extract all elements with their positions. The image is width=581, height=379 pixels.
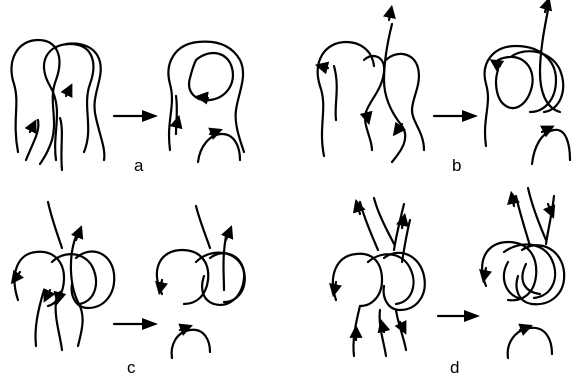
panel-b-label: b — [452, 156, 461, 175]
direction-arrowhead-icon — [194, 91, 210, 105]
direction-arrowhead-icon — [169, 114, 183, 130]
direction-arrowhead-icon — [53, 290, 67, 306]
direction-arrowhead-icon — [220, 225, 234, 242]
direction-arrowhead-icon — [155, 278, 169, 296]
panel-a-after-diagram — [167, 40, 246, 164]
direction-arrowhead-icon — [178, 323, 193, 336]
direction-arrowhead-icon — [24, 119, 37, 135]
panel-b: b — [314, 0, 572, 175]
direction-arrowhead-icon — [382, 4, 396, 22]
direction-arrowhead-icon — [329, 280, 343, 298]
direction-arrowhead-icon — [60, 83, 73, 99]
panel-c-before-diagram — [10, 200, 116, 352]
direction-arrowhead-icon — [395, 212, 409, 230]
panel-a-before-diagram — [10, 38, 106, 172]
panel-d-after-diagram — [479, 186, 566, 360]
direction-arrowhead-icon — [539, 125, 555, 138]
direction-arrowhead-icon — [70, 225, 84, 242]
panel-c: c — [10, 200, 246, 377]
panel-d-before-diagram — [329, 196, 426, 358]
direction-arrowhead-icon — [377, 318, 391, 334]
right-arrow-icon — [112, 318, 158, 330]
right-arrow-icon — [436, 310, 480, 322]
direction-arrowhead-icon — [518, 323, 533, 336]
panel-b-after-diagram — [483, 0, 572, 166]
direction-arrowhead-icon — [359, 110, 373, 126]
direction-arrowhead-icon — [507, 190, 521, 208]
direction-arrowhead-icon — [352, 198, 366, 216]
panel-b-before-diagram — [314, 4, 426, 164]
direction-arrowhead-icon — [314, 61, 330, 75]
direction-arrowhead-icon — [43, 287, 56, 303]
direction-arrowhead-icon — [392, 121, 407, 137]
panel-a: a — [10, 38, 246, 175]
direction-arrowhead-icon — [489, 59, 505, 72]
direction-arrowhead-icon — [542, 202, 556, 219]
direction-arrowhead-icon — [10, 269, 25, 285]
direction-arrowhead-icon — [539, 0, 553, 14]
right-arrow-icon — [432, 110, 478, 122]
right-arrow-icon — [112, 110, 158, 122]
direction-arrowhead-icon — [208, 127, 223, 140]
panel-d: d — [329, 186, 566, 377]
direction-arrowhead-icon — [394, 319, 407, 335]
panel-c-after-diagram — [155, 204, 246, 360]
direction-arrowhead-icon — [479, 266, 493, 284]
panel-a-label: a — [134, 156, 144, 175]
panel-c-label: c — [127, 358, 136, 377]
panel-d-label: d — [450, 358, 459, 377]
